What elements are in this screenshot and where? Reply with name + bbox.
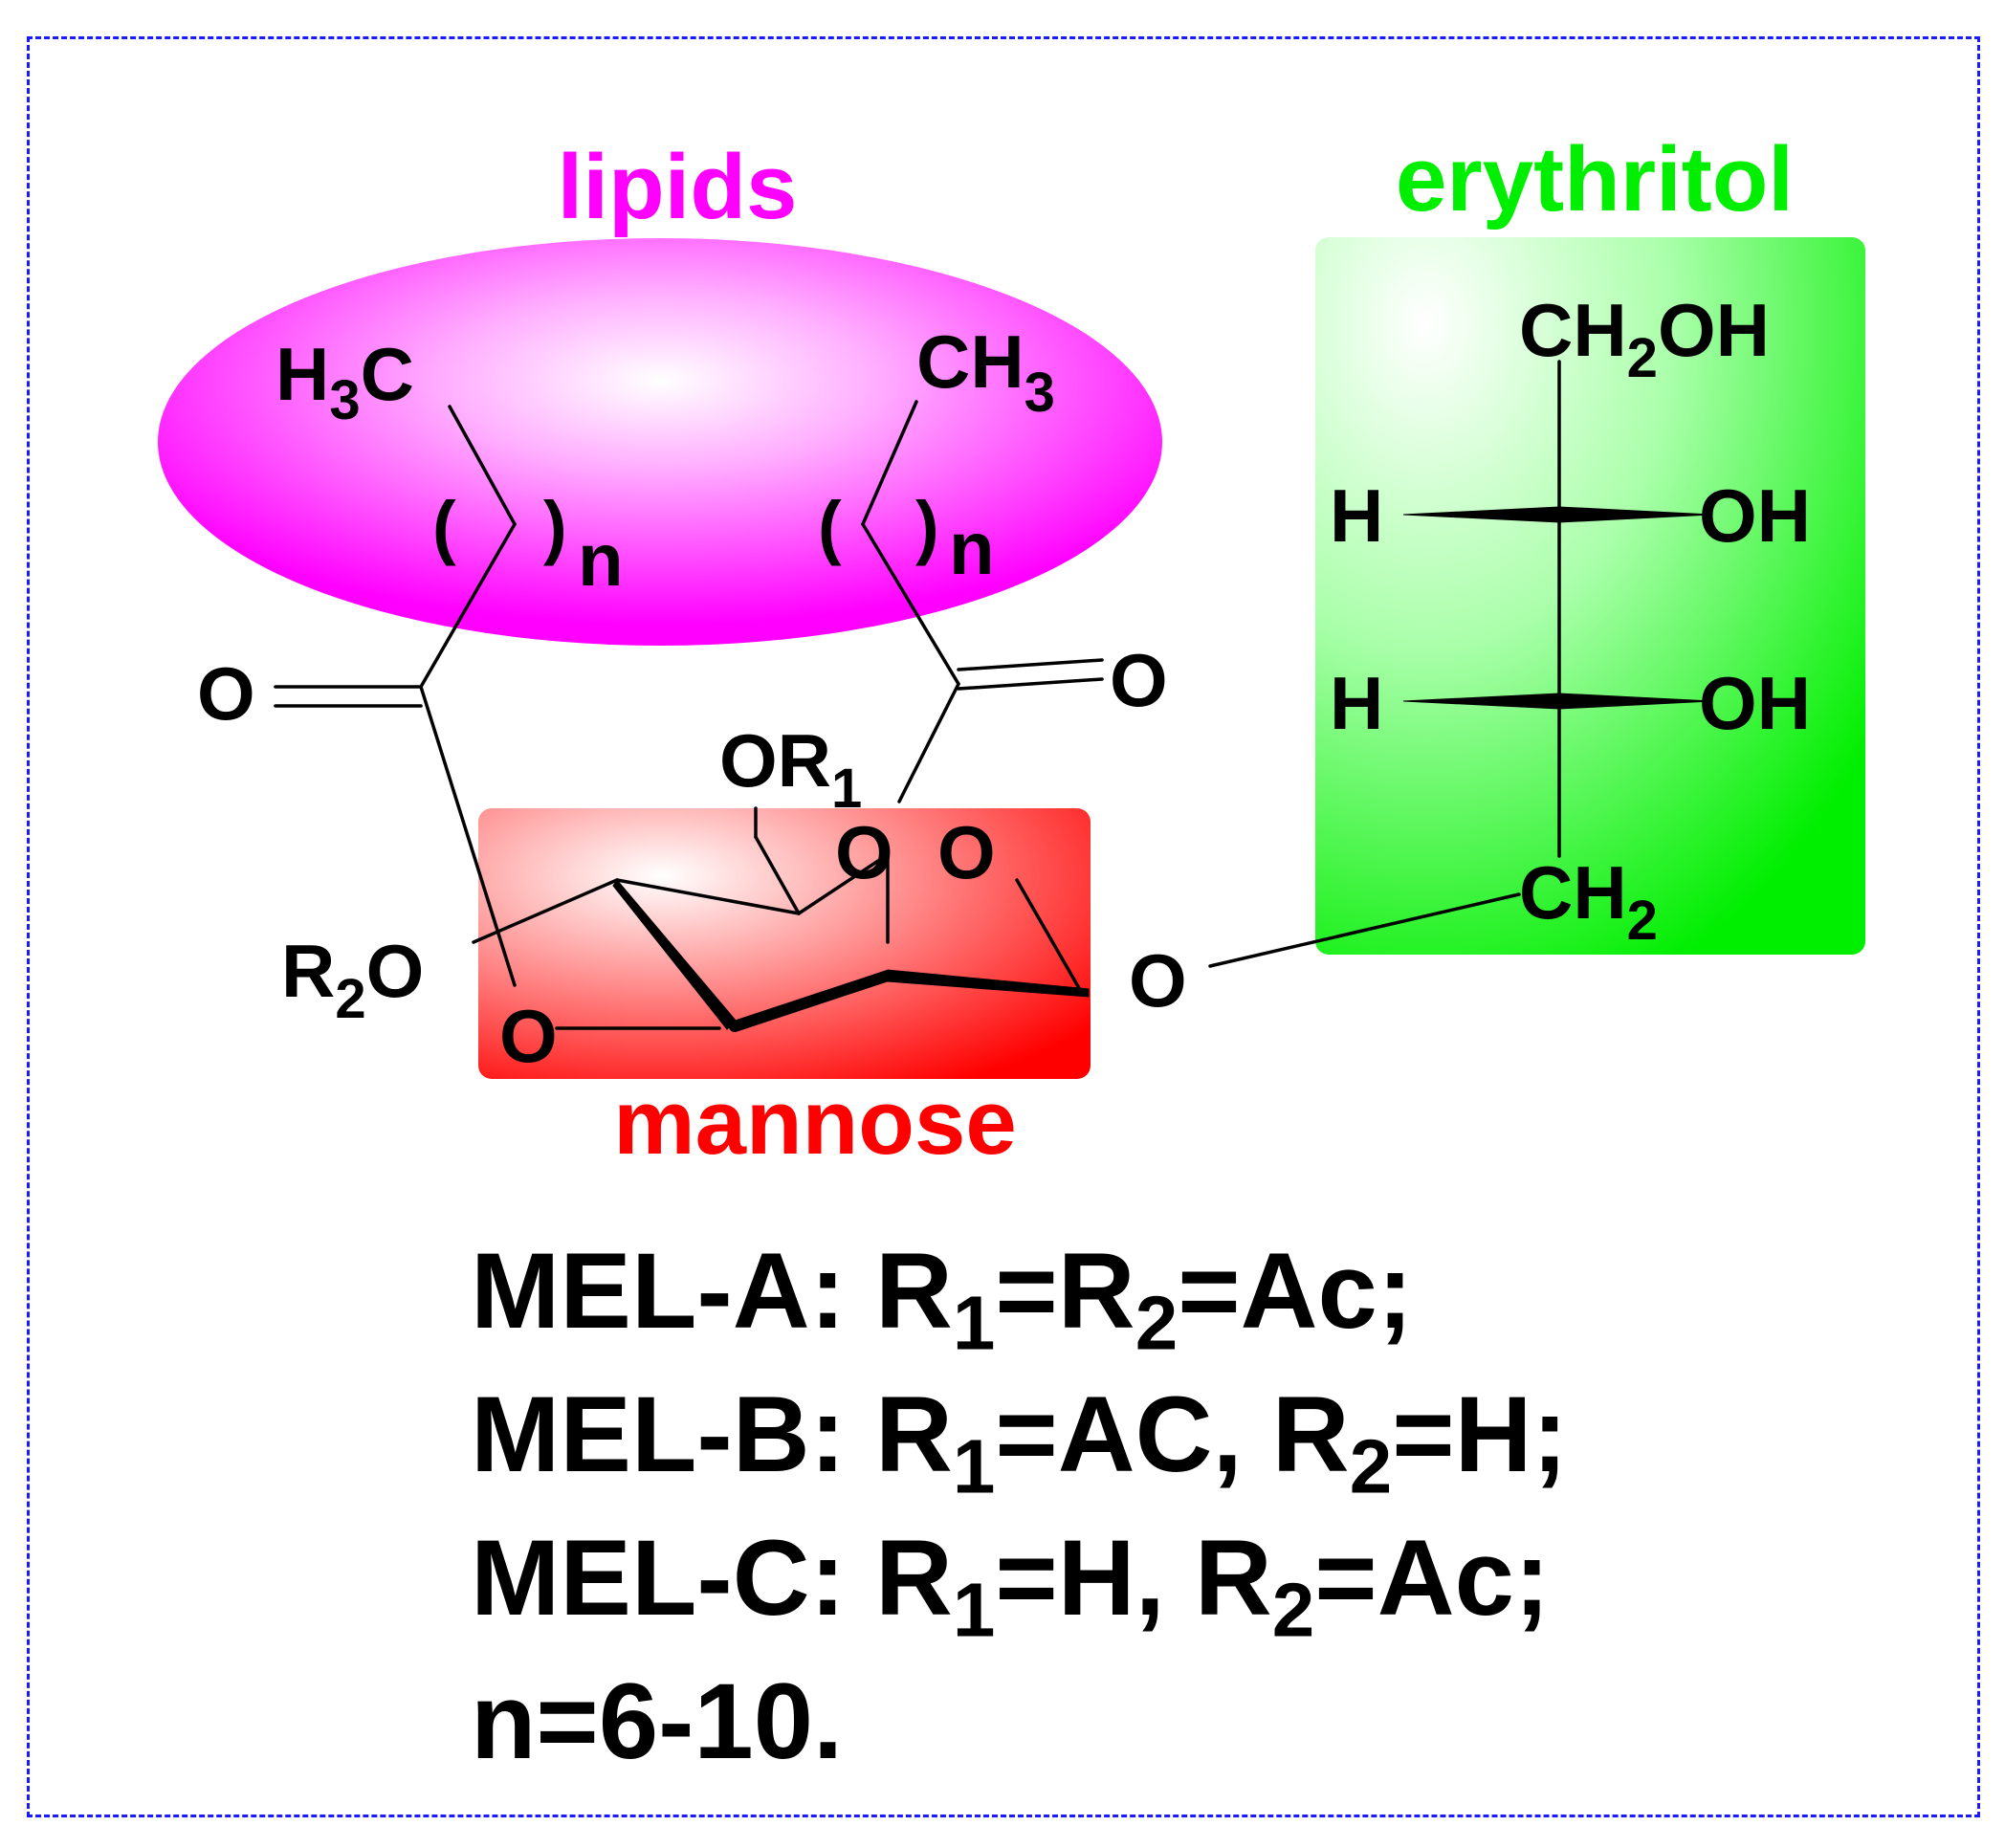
or1-group: OR1 [719,718,862,820]
lipids-region [158,238,1162,646]
bond-lines [274,360,1561,1030]
ch2-group: CH2 [1519,850,1658,952]
oh-lower: OH [1699,661,1811,745]
o-ring-b: O [937,810,996,894]
o-glycosidic: O [1129,938,1187,1023]
lipids-label: lipids [558,136,798,238]
mel-variants-legend: MEL-A: R1=R2=Ac; MEL-B: R1=AC, R2=H; MEL… [471,1220,1568,1793]
n-left: n [578,517,624,602]
h-upper: H [1330,473,1383,558]
h-lower: H [1330,661,1383,745]
o-carbonyl-right: O [1110,638,1168,722]
dashed-border-frame [27,36,1980,1817]
mannose-label: mannose [613,1071,1016,1174]
paren-open-right: ( [818,487,842,566]
legend-mel-a: MEL-A: R1=R2=Ac; [471,1231,1414,1366]
wedge-bonds [612,506,1713,1032]
paren-close-left: ) [543,487,567,566]
erythritol-label: erythritol [1396,128,1794,231]
n-right: n [949,506,995,590]
mannose-region [478,808,1091,1079]
r2o-group: R2O [281,929,424,1030]
oh-upper: OH [1699,473,1811,558]
h3c-group: H3C [275,332,414,431]
o-ring-bottom: O [499,994,558,1078]
legend-n-range: n=6-10. [471,1661,844,1781]
ch2oh-group: CH2OH [1519,288,1770,389]
erythritol-region [1315,237,1865,955]
paren-close-right: ) [915,487,939,566]
o-carbonyl-left: O [197,651,255,736]
legend-mel-c: MEL-C: R1=H, R2=Ac; [471,1518,1551,1653]
o-ring-a: O [835,810,893,894]
paren-open-left: ( [432,487,456,566]
legend-mel-b: MEL-B: R1=AC, R2=H; [471,1375,1568,1509]
ch3-group: CH3 [916,319,1055,424]
